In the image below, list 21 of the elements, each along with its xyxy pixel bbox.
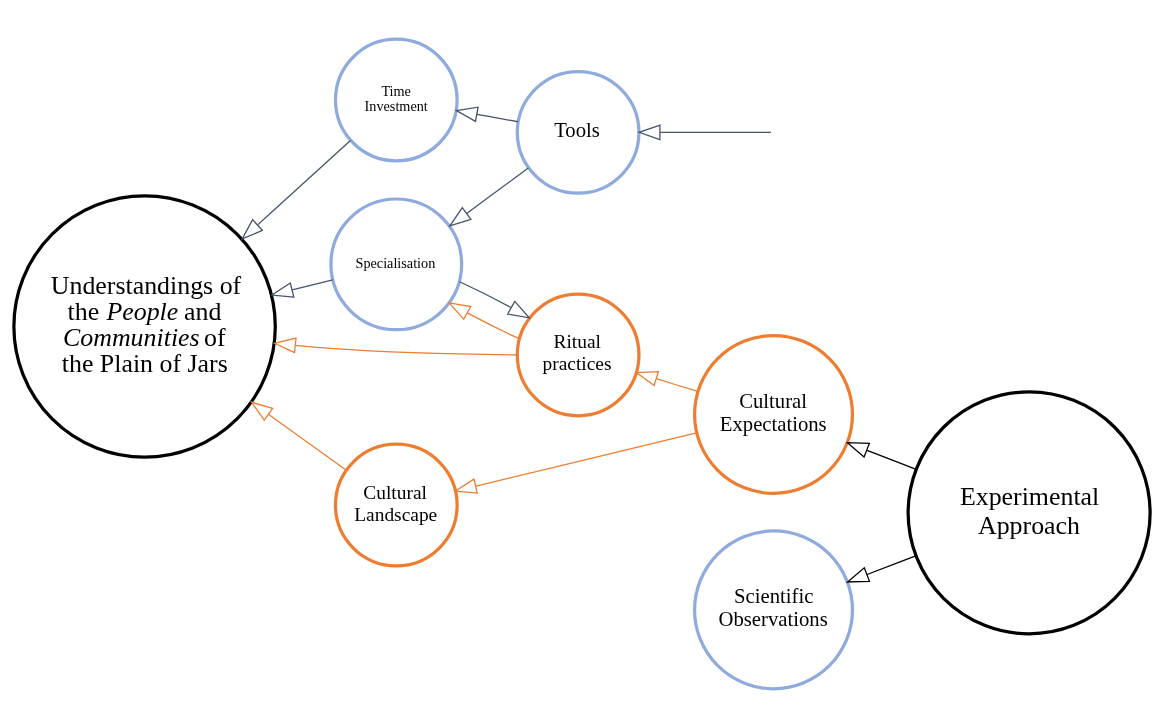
arrow	[447, 301, 520, 340]
node-circle: Specialisation	[329, 197, 464, 332]
arrow	[272, 337, 518, 356]
node-circle: Ritual practices	[515, 292, 641, 418]
arrow	[448, 167, 529, 227]
node-circle: Time Investment	[333, 37, 459, 163]
arrow	[458, 281, 531, 319]
arrow	[845, 441, 917, 471]
arrow	[845, 555, 917, 583]
arrow	[637, 124, 772, 141]
arrow	[240, 139, 352, 241]
node-circle: Cultural Expectations	[692, 333, 855, 496]
arrow	[453, 432, 698, 494]
arrow	[250, 401, 348, 471]
arrow	[270, 279, 334, 298]
node-circle: Cultural Landscape	[333, 442, 459, 568]
node-circle: Experimental Approach	[906, 390, 1152, 636]
node-circle: Tools	[515, 69, 641, 195]
arrow	[454, 106, 519, 123]
node-circle: Scientific Observations	[692, 529, 855, 691]
arrow	[634, 371, 699, 393]
